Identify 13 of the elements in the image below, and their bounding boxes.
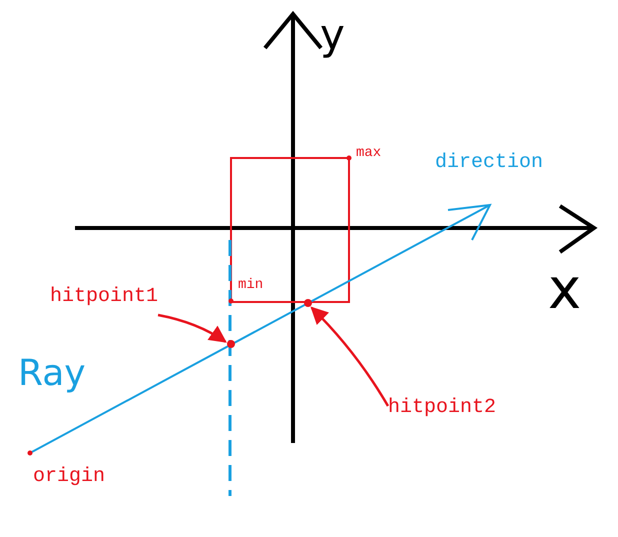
hit-point [304, 299, 312, 307]
corner-label: max [356, 146, 382, 160]
leader-arrow [310, 306, 390, 407]
origin-label: origin [33, 467, 106, 487]
leader-arrow [158, 314, 227, 343]
axis-label: x [548, 262, 582, 318]
hitpoint-label: hitpoint2 [388, 398, 496, 418]
ray-label: Ray [18, 356, 86, 392]
hitpoint-label: hitpoint1 [50, 287, 158, 307]
axis-label: y [320, 14, 345, 56]
hit-point [227, 340, 235, 348]
corner-label: min [238, 278, 264, 292]
direction-label: direction [435, 153, 544, 173]
